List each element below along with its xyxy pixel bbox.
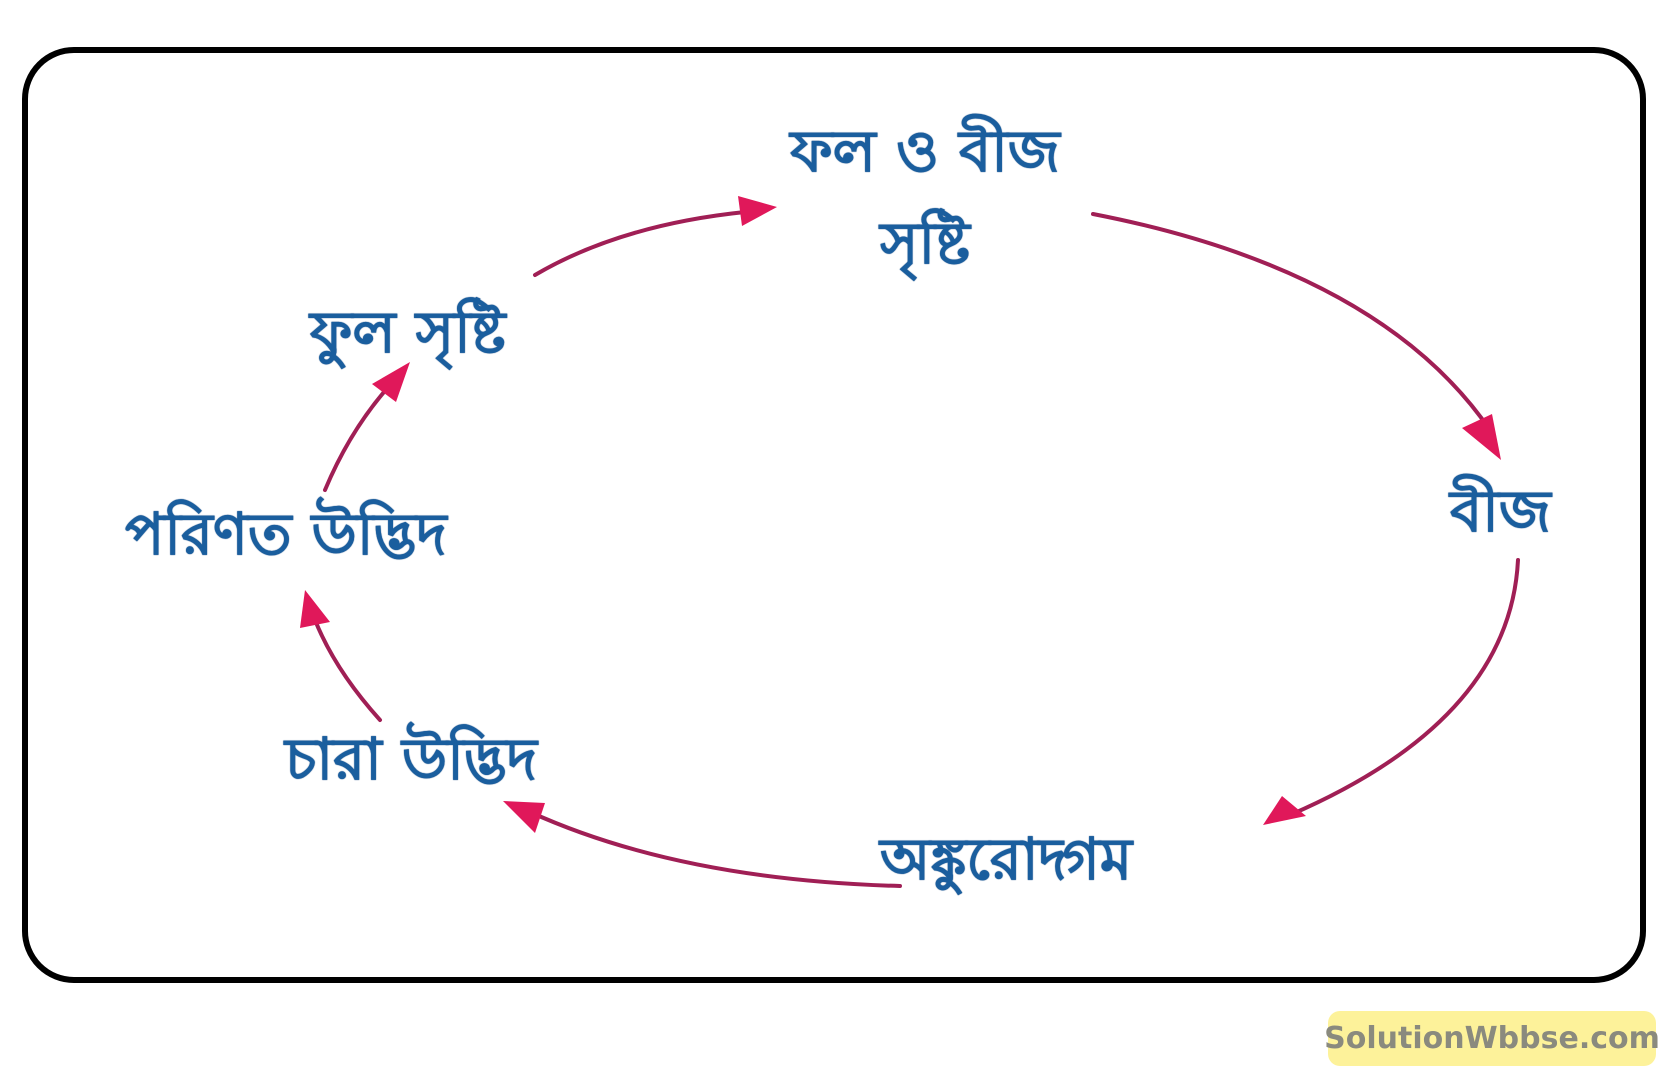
node-fruit-seed-line2: সৃষ্টি: [880, 209, 970, 277]
node-fruit-seed-creation: ফল ও বীজ সৃষ্টি: [760, 122, 1090, 272]
node-seedling: চারা উদ্ভিদ: [285, 725, 537, 793]
node-seed: বীজ: [1450, 477, 1551, 545]
node-flower-creation: ফুল সৃষ্টি: [310, 298, 506, 366]
watermark-text: SolutionWbbse.com: [1324, 1021, 1660, 1056]
node-germination: অঙ্কুরোদ্গম: [880, 825, 1133, 893]
node-fruit-seed-line1: ফল ও বীজ: [790, 117, 1060, 185]
watermark-badge: SolutionWbbse.com: [1324, 1011, 1660, 1066]
node-mature-plant: পরিণত উদ্ভিদ: [125, 500, 447, 568]
